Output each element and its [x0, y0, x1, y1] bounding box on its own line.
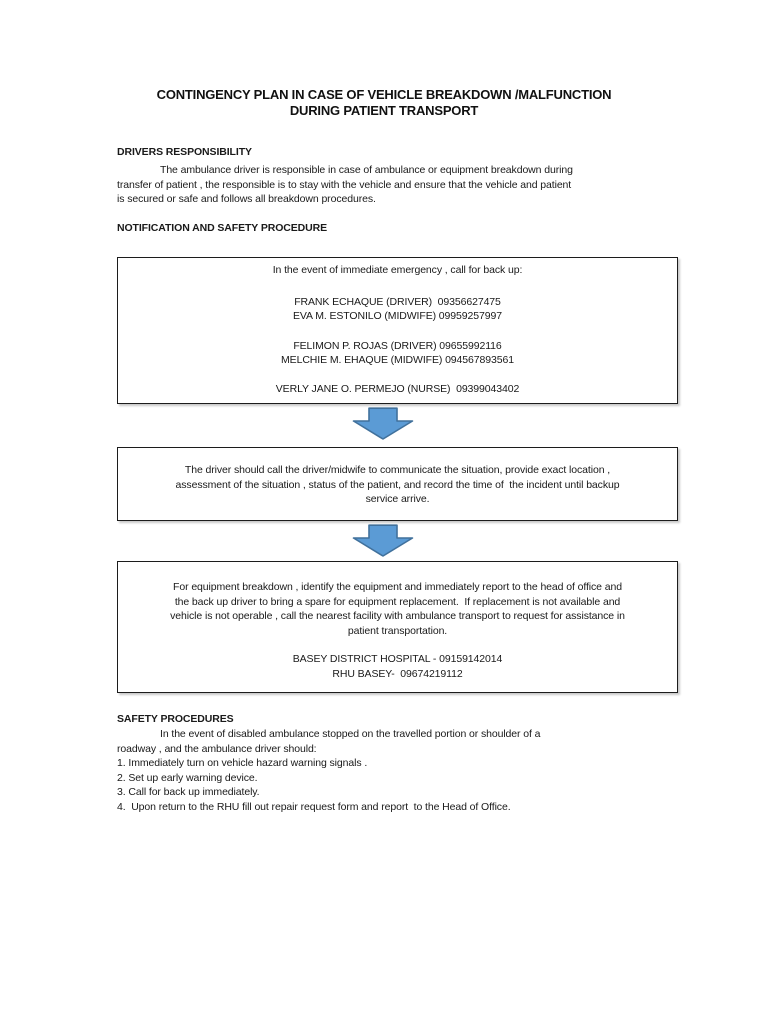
spacer	[118, 278, 677, 295]
page-title: CONTINGENCY PLAN IN CASE OF VEHICLE BREA…	[104, 87, 664, 119]
spacer	[118, 368, 677, 382]
down-arrow-icon	[352, 407, 414, 440]
hospital-contact-line: BASEY DISTRICT HOSPITAL - 09159142014	[292, 653, 503, 666]
section-drivers-responsibility: DRIVERS RESPONSIBILITY The ambulance dri…	[117, 145, 757, 207]
contact-line: VERLY JANE O. PERMEJO (NURSE) 0939904340…	[275, 382, 520, 395]
flowchart-box-emergency-contacts: In the event of immediate emergency , ca…	[117, 257, 678, 404]
down-arrow-icon	[352, 524, 414, 557]
safety-procedures-heading: SAFETY PROCEDURES	[117, 713, 234, 725]
paragraph-line: is secured or safe and follows all break…	[117, 193, 376, 206]
flowchart-box-equipment-breakdown: For equipment breakdown , identify the e…	[117, 561, 678, 693]
spacer	[118, 638, 677, 652]
contact-line: FRANK ECHAQUE (DRIVER) 09356627475	[294, 295, 501, 308]
notification-heading: NOTIFICATION AND SAFETY PROCEDURE	[117, 222, 328, 234]
paragraph-line: the back up driver to bring a spare for …	[174, 595, 621, 608]
section-notification: NOTIFICATION AND SAFETY PROCEDURE	[117, 221, 757, 236]
paragraph-line: vehicle is not operable , call the neare…	[170, 610, 625, 623]
box1-intro: In the event of immediate emergency , ca…	[272, 264, 523, 276]
contact-line: FELIMON P. ROJAS (DRIVER) 09655992116	[293, 339, 502, 352]
page-title-line: DURING PATIENT TRANSPORT	[289, 103, 479, 118]
paragraph-line: patient transportation.	[347, 624, 448, 637]
paragraph-line: The driver should call the driver/midwif…	[184, 464, 611, 476]
down-arrow-shape	[352, 524, 414, 557]
drivers-responsibility-heading: DRIVERS RESPONSIBILITY	[117, 146, 252, 158]
paragraph-line: roadway , and the ambulance driver shoul…	[117, 742, 317, 755]
contact-line: EVA M. ESTONILO (MIDWIFE) 09959257997	[293, 310, 502, 323]
step-line: 3. Call for back up immediately.	[117, 786, 260, 799]
step-line: 4. Upon return to the RHU fill out repai…	[117, 800, 511, 813]
paragraph-line: For equipment breakdown , identify the e…	[173, 581, 622, 593]
paragraph-line: In the event of disabled ambulance stopp…	[160, 728, 541, 740]
paragraph-line: transfer of patient , the responsible is…	[117, 178, 572, 191]
flowchart-box-call-procedure: The driver should call the driver/midwif…	[117, 447, 678, 521]
hospital-contact-line: RHU BASEY- 09674219112	[332, 667, 463, 680]
step-line: 2. Set up early warning device.	[117, 771, 258, 784]
section-safety-procedures: SAFETY PROCEDURES In the event of disabl…	[117, 712, 765, 815]
page-title-line: CONTINGENCY PLAN IN CASE OF VEHICLE BREA…	[156, 87, 612, 102]
paragraph-line: The ambulance driver is responsible in c…	[160, 164, 573, 176]
spacer	[118, 324, 677, 339]
paragraph-line: assessment of the situation , status of …	[175, 478, 620, 491]
paragraph-line: service arrive.	[365, 493, 430, 506]
down-arrow-shape	[352, 407, 414, 440]
contact-line: MELCHIE M. EHAQUE (MIDWIFE) 094567893561	[281, 354, 514, 367]
step-line: 1. Immediately turn on vehicle hazard wa…	[117, 757, 368, 770]
